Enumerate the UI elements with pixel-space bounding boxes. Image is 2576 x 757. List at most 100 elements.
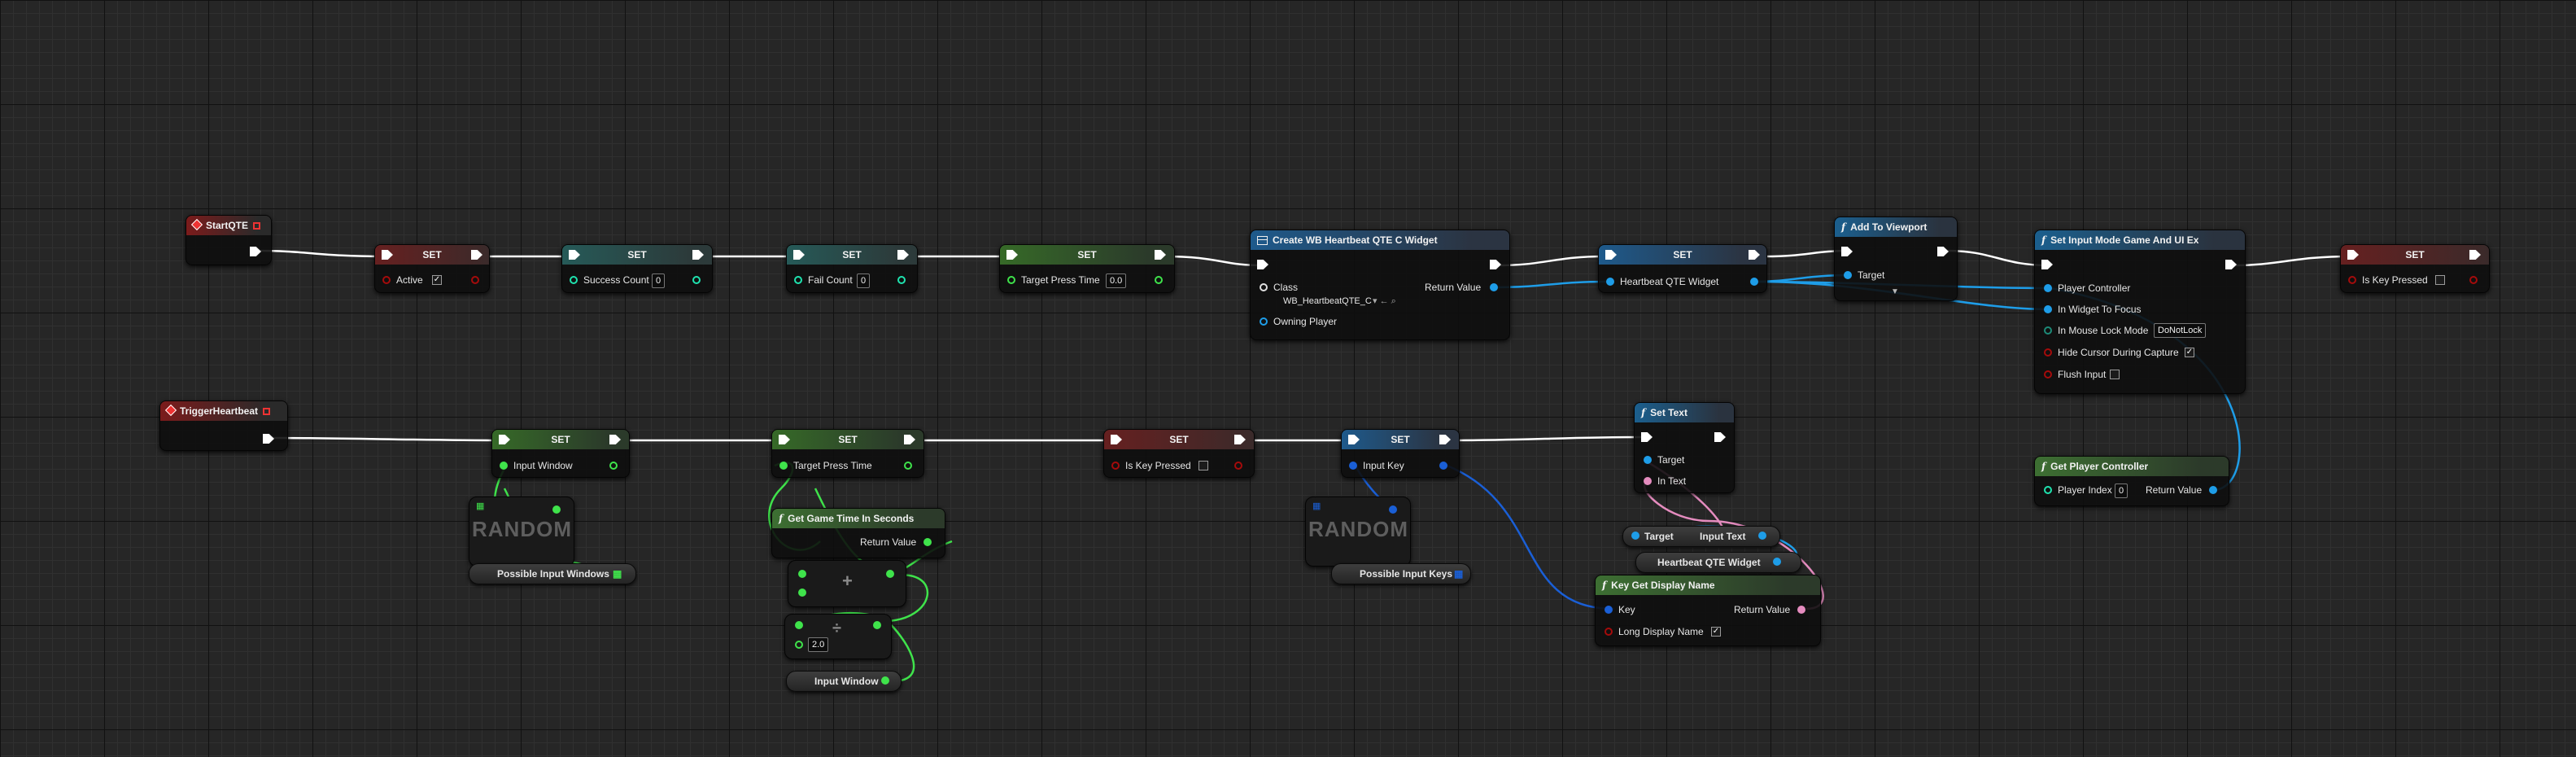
float-in-pin[interactable] xyxy=(795,621,803,629)
active-checkbox[interactable]: ✓ xyxy=(432,275,442,285)
exec-in-pin[interactable] xyxy=(1641,432,1653,442)
set-active-node[interactable]: SET Active ✓ xyxy=(374,244,490,293)
exec-out-pin[interactable] xyxy=(1749,250,1760,260)
bool-in-pin[interactable] xyxy=(2348,276,2356,284)
exec-out-pin[interactable] xyxy=(897,250,909,260)
bool-in-pin[interactable] xyxy=(2044,348,2052,357)
bool-in-pin[interactable] xyxy=(382,276,391,284)
bool-in-pin[interactable] xyxy=(2044,370,2052,378)
player-index-input[interactable]: 0 xyxy=(2115,484,2128,498)
object-out-pin[interactable] xyxy=(1758,532,1766,540)
exec-in-pin[interactable] xyxy=(1841,247,1853,256)
target-press-time-input[interactable]: 0.0 xyxy=(1106,273,1127,288)
add-float-node[interactable]: + xyxy=(788,560,906,607)
target-in-pin[interactable] xyxy=(1644,456,1652,464)
divide-float-node[interactable]: 2.0 ÷ xyxy=(784,614,892,659)
set-input-key-node[interactable]: SET Input Key xyxy=(1341,429,1460,478)
exec-out-pin[interactable] xyxy=(263,434,274,444)
exec-in-pin[interactable] xyxy=(2347,250,2359,260)
text-in-pin[interactable] xyxy=(1644,477,1652,485)
mouse-lock-dropdown[interactable]: DoNotLock xyxy=(2154,323,2207,338)
long-display-name-checkbox[interactable]: ✓ xyxy=(1711,627,1721,637)
array-out-pin-icon[interactable]: ▦ xyxy=(613,568,622,580)
success-count-input[interactable]: 0 xyxy=(652,273,666,288)
set-heartbeat-widget-node[interactable]: SET Heartbeat QTE Widget xyxy=(1598,244,1767,293)
exec-in-pin[interactable] xyxy=(499,435,510,444)
array-grid-icon[interactable]: ▦ xyxy=(1312,501,1321,511)
flush-input-checkbox[interactable] xyxy=(2110,370,2120,379)
exec-out-pin[interactable] xyxy=(692,250,704,260)
delegate-pin-icon[interactable] xyxy=(263,408,271,416)
object-out-pin[interactable] xyxy=(1490,283,1498,291)
float-out-pin[interactable] xyxy=(1155,276,1163,284)
random-array-item-node[interactable]: RANDOM ▦ xyxy=(469,497,574,567)
float-out-pin[interactable] xyxy=(881,676,889,685)
bool-in-pin[interactable] xyxy=(1605,628,1613,636)
key-in-pin[interactable] xyxy=(1605,606,1613,614)
int-out-pin[interactable] xyxy=(692,276,701,284)
exec-out-pin[interactable] xyxy=(1439,435,1451,444)
set-is-key-pressed-node[interactable]: SET Is Key Pressed xyxy=(2340,244,2490,293)
enum-in-pin[interactable] xyxy=(2044,326,2052,335)
bool-out-pin[interactable] xyxy=(2469,276,2478,284)
exec-out-pin[interactable] xyxy=(1937,247,1949,256)
heartbeat-qte-widget-var[interactable]: Heartbeat QTE Widget xyxy=(1635,552,1801,573)
float-out-pin[interactable] xyxy=(923,538,932,546)
event-start-qte[interactable]: StartQTE xyxy=(186,215,272,265)
exec-out-pin[interactable] xyxy=(1155,250,1166,260)
float-out-pin[interactable] xyxy=(886,570,894,578)
exec-in-pin[interactable] xyxy=(1605,250,1617,260)
set-target-press-time-node[interactable]: SET Target Press Time 0.0 xyxy=(999,244,1175,293)
exec-in-pin[interactable] xyxy=(569,250,580,260)
float-in-pin[interactable] xyxy=(798,570,806,578)
int-in-pin[interactable] xyxy=(2044,486,2052,494)
set-input-window-node[interactable]: SET Input Window xyxy=(491,429,630,478)
exec-out-pin[interactable] xyxy=(2469,250,2481,260)
input-text-getter-node[interactable]: Target Input Text xyxy=(1622,526,1780,547)
array-out-pin-icon[interactable]: ▦ xyxy=(1454,568,1464,580)
float-out-pin[interactable] xyxy=(609,462,618,470)
exec-out-pin[interactable] xyxy=(1490,260,1501,269)
key-out-pin[interactable] xyxy=(1389,505,1397,514)
key-out-pin[interactable] xyxy=(1439,462,1447,470)
random-array-item-node-2[interactable]: RANDOM ▦ xyxy=(1305,497,1411,567)
float-in-pin[interactable] xyxy=(1007,276,1015,284)
fail-count-input[interactable]: 0 xyxy=(857,273,871,288)
int-out-pin[interactable] xyxy=(897,276,906,284)
expand-arrow-icon[interactable]: ▼ xyxy=(1891,287,1899,296)
int-in-pin[interactable] xyxy=(570,276,578,284)
set-success-count-node[interactable]: SET Success Count 0 xyxy=(561,244,713,293)
array-grid-icon[interactable]: ▦ xyxy=(476,501,485,511)
float-in-pin[interactable] xyxy=(500,462,508,470)
set-is-key-pressed-node-2[interactable]: SET Is Key Pressed xyxy=(1103,429,1255,478)
float-out-pin[interactable] xyxy=(552,505,561,514)
input-window-var[interactable]: Input Window xyxy=(786,671,902,692)
exec-out-pin[interactable] xyxy=(1234,435,1246,444)
bool-in-pin[interactable] xyxy=(1111,462,1120,470)
target-in-pin[interactable] xyxy=(1844,271,1852,279)
object-out-pin[interactable] xyxy=(1750,278,1758,286)
exec-in-pin[interactable] xyxy=(382,250,393,260)
exec-in-pin[interactable] xyxy=(1348,435,1360,444)
exec-in-pin[interactable] xyxy=(779,435,790,444)
dropdown-arrow-icon[interactable]: ▾ ← ⌕ xyxy=(1373,296,1396,306)
exec-out-pin[interactable] xyxy=(2225,260,2237,269)
float-out-pin[interactable] xyxy=(873,621,881,629)
int-in-pin[interactable] xyxy=(794,276,802,284)
hide-cursor-checkbox[interactable]: ✓ xyxy=(2185,348,2194,357)
float-in-pin[interactable] xyxy=(798,589,806,597)
exec-out-pin[interactable] xyxy=(250,247,261,256)
class-value[interactable]: WB_HeartbeatQTE_C xyxy=(1283,296,1372,306)
exec-in-pin[interactable] xyxy=(1006,250,1018,260)
bool-out-pin[interactable] xyxy=(1234,462,1242,470)
object-out-pin[interactable] xyxy=(2209,486,2217,494)
float-in-pin[interactable] xyxy=(779,462,788,470)
exec-in-pin[interactable] xyxy=(1257,260,1268,269)
set-target-press-time-node-2[interactable]: SET Target Press Time xyxy=(771,429,924,478)
is-key-pressed-checkbox[interactable] xyxy=(1198,461,1208,470)
